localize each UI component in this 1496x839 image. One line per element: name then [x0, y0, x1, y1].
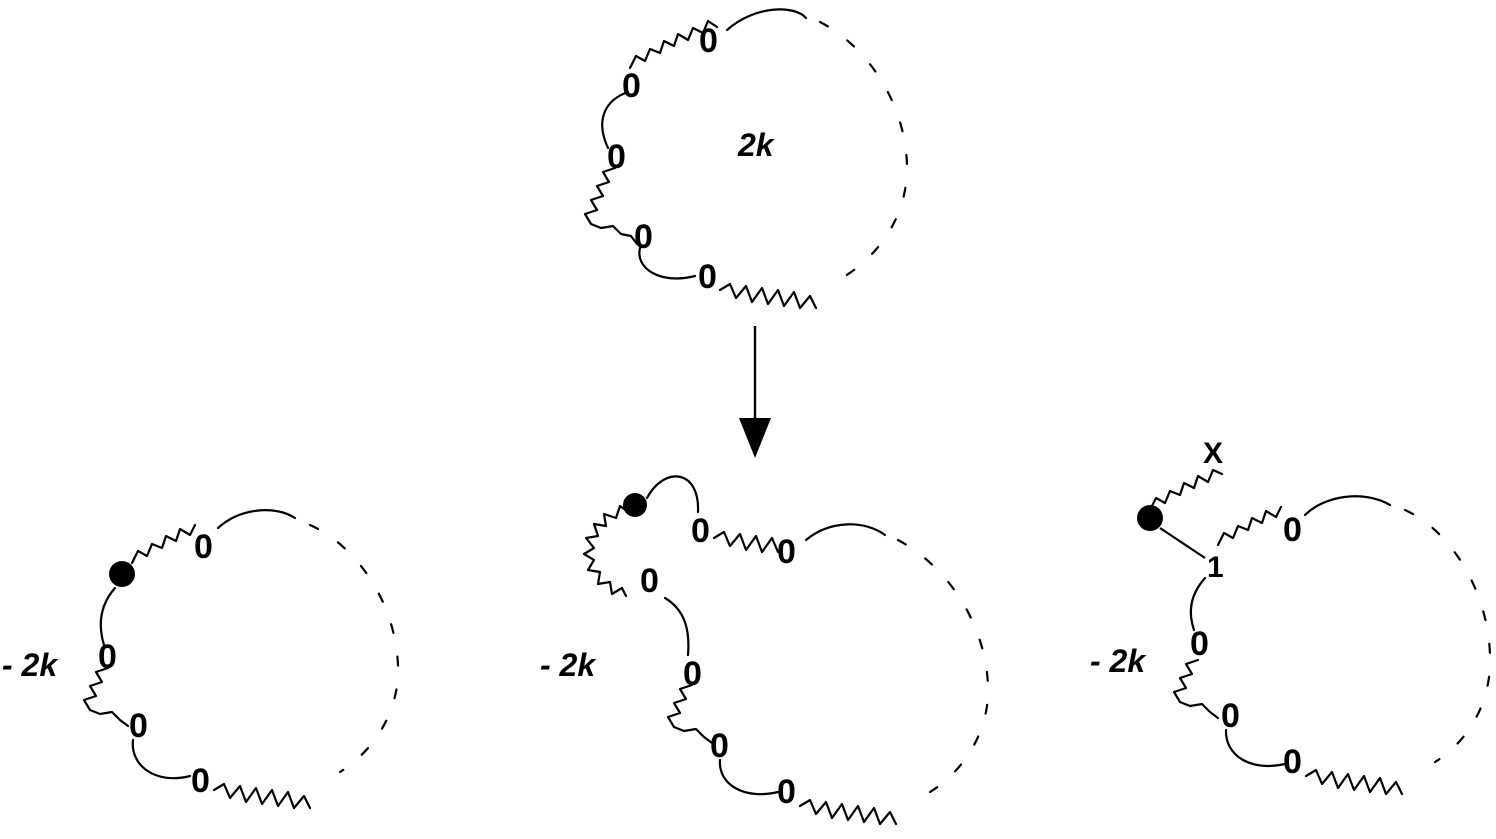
vertex-label: 0 [98, 638, 117, 676]
vertex-label: 0 [634, 218, 653, 256]
propagator-line [663, 596, 690, 657]
vertex-label: 0 [129, 707, 148, 745]
vertex-label: 0 [1221, 697, 1240, 735]
vertex-label: 1 [1207, 551, 1224, 584]
vertex-label: 0 [691, 512, 710, 550]
wavy-line [1148, 468, 1224, 512]
coefficient-label: - 2k [2, 647, 59, 683]
propagator-line [601, 90, 630, 150]
propagator-line [645, 475, 700, 514]
wavy-line [82, 666, 130, 728]
dashed-arc [1403, 508, 1492, 764]
filled-vertex-dot [109, 561, 135, 587]
bottom-middle-diagram: 0 0 0 0 0 0 - 2k [540, 475, 990, 826]
dashed-arc [308, 523, 400, 774]
bottom-right-diagram: X 0 1 0 0 0 - 2k [1090, 437, 1492, 796]
filled-vertex-dot [623, 493, 647, 517]
bottom-left-diagram: 0 0 0 0 - 2k [2, 509, 400, 810]
top-loop-diagram: 0 0 0 0 0 2k [583, 8, 909, 310]
arrow-head-icon [739, 418, 771, 458]
wavy-line [1304, 768, 1404, 796]
vertex-label: 0 [699, 22, 718, 60]
vertex-label: 0 [683, 655, 702, 693]
wavy-line [583, 166, 639, 246]
vertex-label: 0 [1283, 511, 1302, 549]
propagator-line [99, 586, 117, 647]
propagator-line [718, 758, 780, 796]
vertex-label: 0 [640, 562, 659, 600]
vertex-label: 0 [622, 67, 641, 105]
wavy-line [718, 282, 818, 310]
propagator-line [725, 8, 808, 32]
wavy-line [130, 523, 197, 565]
vertex-label: 0 [1283, 743, 1302, 781]
vertex-label: 0 [777, 773, 796, 811]
dashed-arc [818, 20, 909, 280]
arrow-down [739, 326, 771, 458]
wavy-line [798, 798, 898, 826]
propagator-line [1303, 495, 1392, 517]
propagator-line [638, 246, 697, 280]
propagator-line [1189, 576, 1207, 632]
propagator-line [216, 509, 297, 530]
wavy-line [628, 19, 719, 70]
external-label: X [1203, 437, 1223, 470]
vertex-label: 0 [698, 258, 717, 296]
coefficient-label: - 2k [1090, 643, 1147, 679]
propagator-line [1224, 728, 1287, 768]
vertex-label: 0 [777, 533, 796, 571]
vertex-label: 0 [710, 727, 729, 765]
propagator-line [1159, 527, 1206, 559]
filled-vertex-dot [1137, 505, 1163, 531]
wavy-line [582, 504, 630, 598]
propagator-line [804, 523, 887, 542]
wavy-line [712, 530, 780, 554]
wavy-line [1216, 505, 1283, 547]
vertex-label: 0 [191, 762, 210, 800]
coefficient-label: - 2k [540, 647, 597, 683]
wavy-line [212, 782, 312, 810]
vertex-label: 0 [607, 138, 626, 176]
wavy-line [1172, 658, 1220, 720]
propagator-line [131, 738, 192, 780]
coefficient-label: 2k [737, 127, 776, 163]
dashed-arc [896, 538, 990, 794]
vertex-label: 0 [1190, 625, 1209, 663]
wavy-line [666, 683, 714, 745]
vertex-label: 0 [194, 528, 213, 566]
